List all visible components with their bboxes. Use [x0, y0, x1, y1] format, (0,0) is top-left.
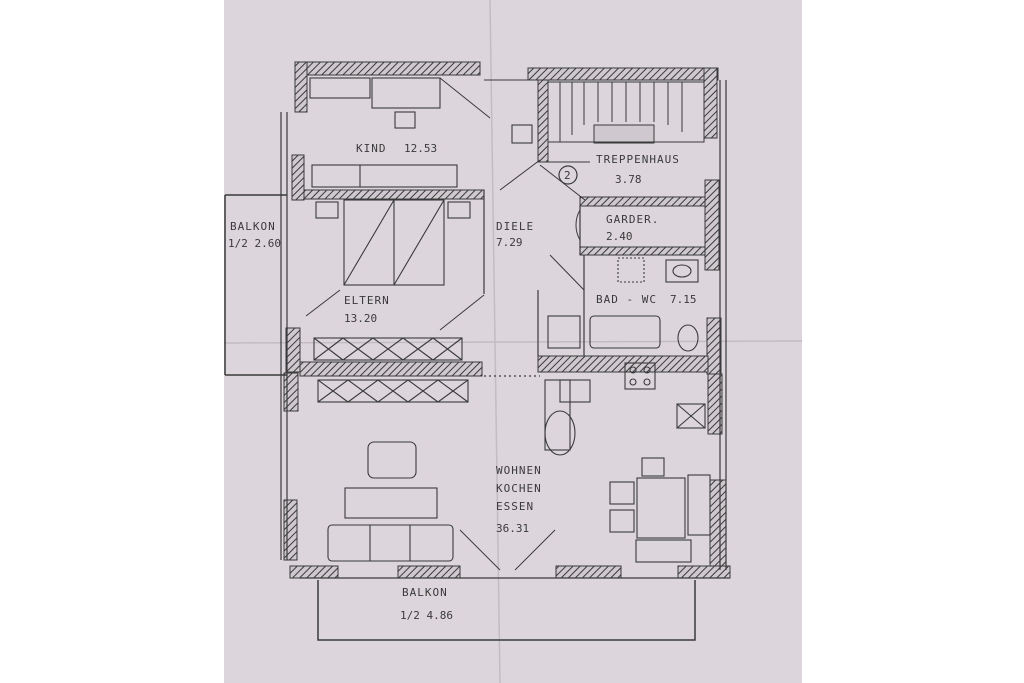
furniture — [309, 77, 711, 563]
bad-wc-label: BAD - WC — [596, 293, 657, 306]
treppenhaus-area: 3.78 — [615, 173, 642, 186]
stair-marker-number: 2 — [564, 169, 571, 182]
diele-area: 7.29 — [496, 236, 523, 249]
garder-area: 2.40 — [606, 230, 633, 243]
exterior-walls — [283, 61, 731, 579]
kind-label: KIND — [356, 142, 387, 155]
eltern-area: 13.20 — [344, 312, 377, 325]
outline-lines — [280, 80, 730, 579]
treppenhaus-label: TREPPENHAUS — [596, 153, 680, 166]
balkon-side-label: BALKON — [230, 220, 276, 233]
essen-label: ESSEN — [496, 500, 534, 513]
wohnen-label: WOHNEN — [496, 464, 542, 477]
interior-walls — [299, 79, 709, 377]
garder-label: GARDER. — [606, 213, 659, 226]
balkon-bottom-label: BALKON — [402, 586, 448, 599]
balkon-side-area: 1/2 2.60 — [228, 237, 281, 250]
bad-wc-area: 7.15 — [670, 293, 697, 306]
eltern-label: ELTERN — [344, 294, 390, 307]
stair-marker — [558, 165, 578, 185]
kind-area: 12.53 — [404, 142, 437, 155]
balkon-bottom-area: 1/2 4.86 — [400, 609, 453, 622]
side-balcony — [224, 194, 287, 376]
wohnen-area: 36.31 — [496, 522, 529, 535]
bottom-balcony — [317, 580, 696, 641]
kochen-label: KOCHEN — [496, 482, 542, 495]
diele-label: DIELE — [496, 220, 534, 233]
staircase — [547, 81, 705, 163]
